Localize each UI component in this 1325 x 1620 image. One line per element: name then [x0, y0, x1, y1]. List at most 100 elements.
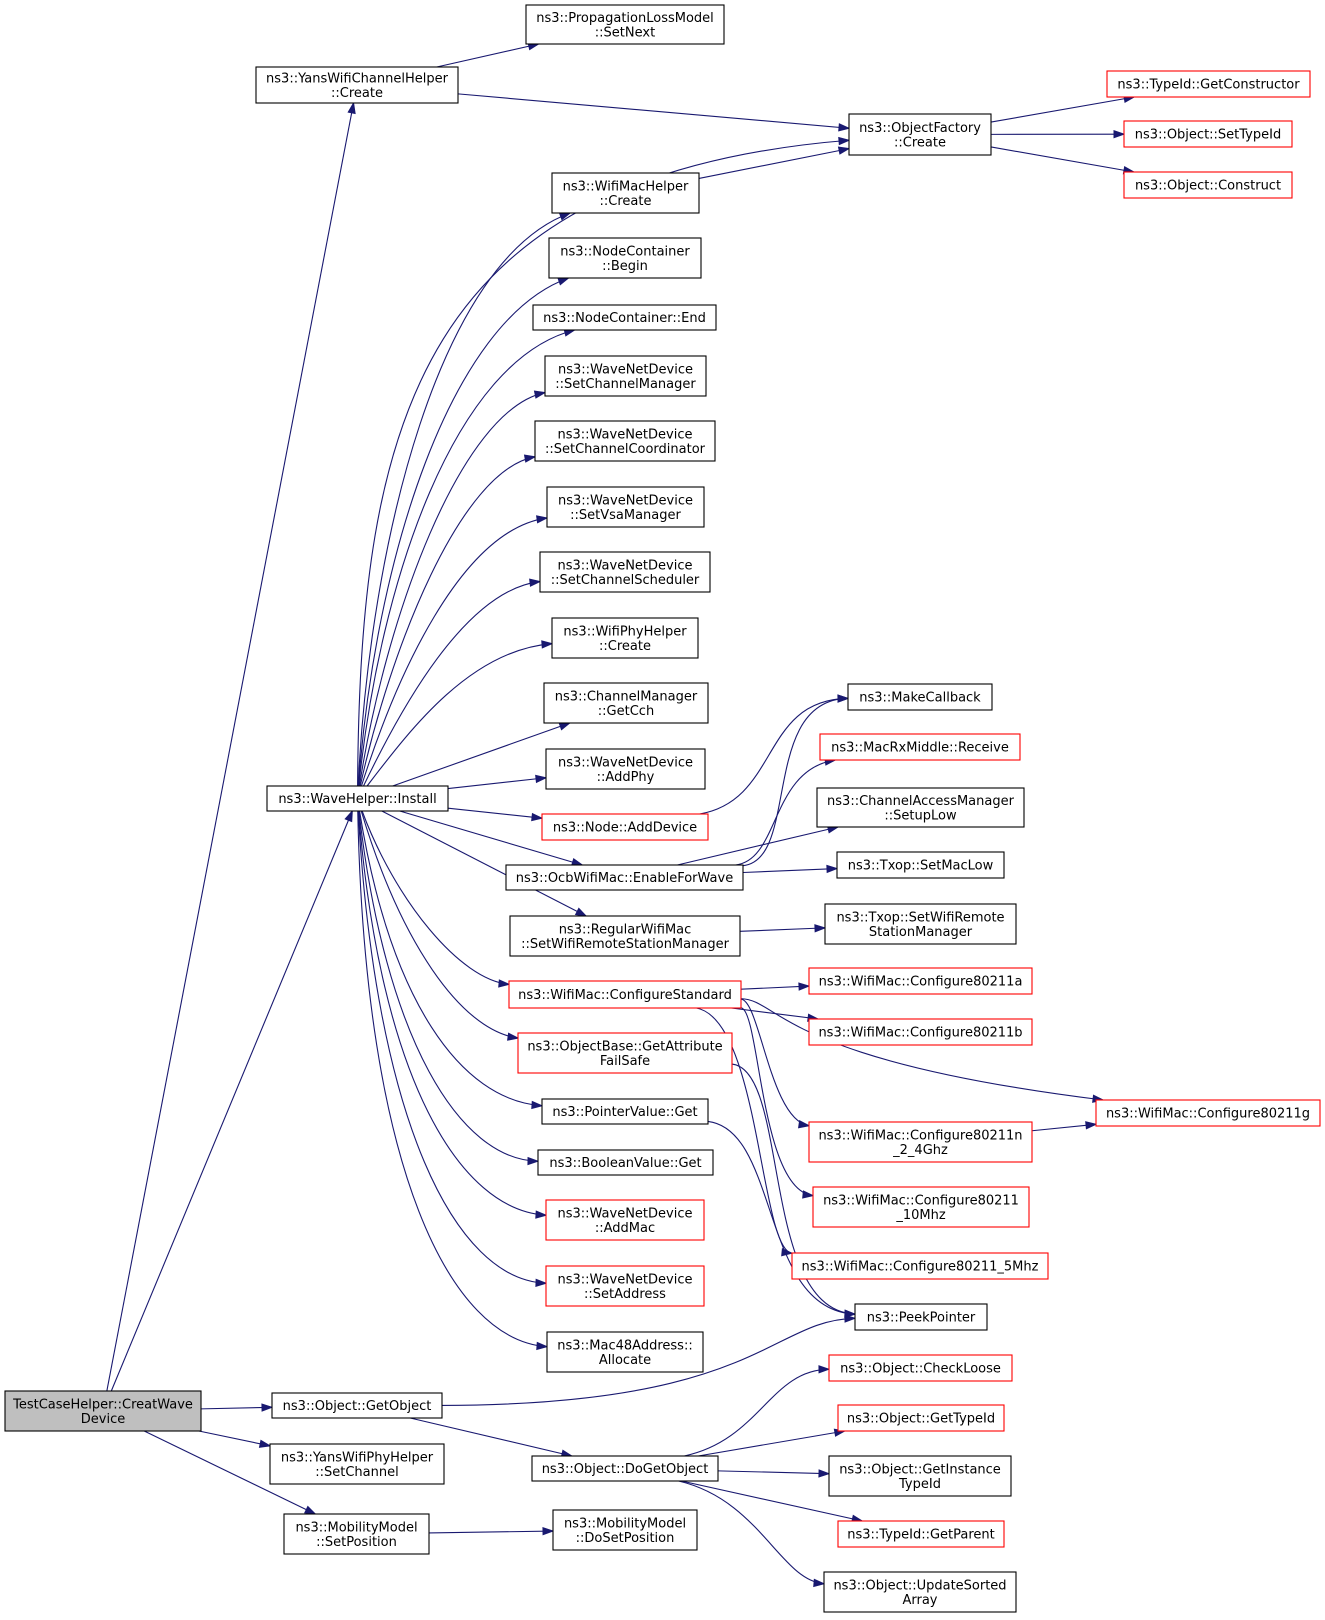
function-node-cfg-g[interactable]: ns3::WifiMac::Configure80211g [1095, 1099, 1321, 1127]
arrowhead-icon [798, 982, 811, 991]
function-node-txop-setmaclow[interactable]: ns3::Txop::SetMacLow [836, 851, 1005, 879]
function-node-label: ns3::TypeId::GetConstructor [1117, 78, 1300, 93]
function-node-booleanvalue-get[interactable]: ns3::BooleanValue::Get [537, 1149, 714, 1176]
function-node-object-gettypeid[interactable]: ns3::Object::GetTypeId [837, 1404, 1005, 1432]
function-node-channelmanager-getcch[interactable]: ns3::ChannelManager::GetCch [543, 682, 709, 724]
function-node-wifimac-configurestandard[interactable]: ns3::WifiMac::ConfigureStandard [508, 980, 742, 1009]
call-edge-line [357, 277, 569, 787]
function-node-object-dogetobject[interactable]: ns3::Object::DoGetObject [531, 1455, 719, 1482]
function-node-prop-setnext[interactable]: ns3::PropagationLossModel::SetNext [525, 4, 725, 45]
call-edge-line [428, 1530, 554, 1534]
function-node-box [848, 113, 992, 156]
function-node-label: ns3::WifiMac::Configure80211g [1106, 1107, 1310, 1122]
function-node-cfg-5[interactable]: ns3::WifiMac::Configure80211_5Mhz [791, 1252, 1049, 1280]
call-edge-line [717, 1470, 830, 1475]
function-node-typeid-getconstructor[interactable]: ns3::TypeId::GetConstructor [1106, 70, 1311, 98]
function-node-box [266, 785, 449, 812]
function-node-wnd-setchannelcoordinator[interactable]: ns3::WaveNetDevice::SetChannelCoordinato… [534, 420, 716, 462]
function-node-wnd-setaddress[interactable]: ns3::WaveNetDevice::SetAddress [545, 1265, 705, 1307]
function-node-label: ns3::TypeId::GetParent [847, 1528, 995, 1543]
function-node-cfg-10[interactable]: ns3::WifiMac::Configure80211_10Mhz [812, 1186, 1030, 1228]
arrowhead-icon [535, 1278, 548, 1288]
function-node-label: ::SetWifiRemoteStationManager [521, 937, 729, 952]
function-node-object-getobject[interactable]: ns3::Object::GetObject [271, 1392, 443, 1419]
function-node-cfg-b[interactable]: ns3::WifiMac::Configure80211b [808, 1018, 1033, 1046]
call-edge-yans_create-to-prop_setnext [436, 42, 541, 68]
function-node-mobility-dosetposition[interactable]: ns3::MobilityModel::DoSetPosition [552, 1509, 698, 1551]
function-node-label: ns3::Object::Construct [1135, 179, 1281, 194]
arrowhead-icon [557, 277, 570, 286]
function-node-wnd-setchannelmanager[interactable]: ns3::WaveNetDevice::SetChannelManager [544, 355, 707, 397]
function-node-label: ns3::YansWifiPhyHelper [281, 1450, 434, 1465]
function-node-label: _10Mhz [895, 1208, 945, 1223]
function-node-node-adddevice[interactable]: ns3::Node::AddDevice [541, 813, 709, 841]
call-edge-wavehelper_install-to-pointervalue_get [358, 810, 544, 1110]
function-node-nodecontainer-end[interactable]: ns3::NodeContainer::End [532, 304, 717, 331]
function-node-object-settypeid[interactable]: ns3::Object::SetTypeId [1123, 120, 1293, 148]
function-node-makecallback[interactable]: ns3::MakeCallback [847, 683, 993, 711]
arrowhead-icon [533, 390, 547, 399]
function-node-label: FailSafe [600, 1054, 650, 1069]
function-node-label: ns3::Node::AddDevice [553, 821, 697, 836]
function-node-box [541, 1098, 709, 1125]
arrowhead-icon [818, 1469, 831, 1478]
function-node-wifimachelper-create[interactable]: ns3::WifiMacHelper::Create [551, 172, 700, 214]
function-node-cfg-a[interactable]: ns3::WifiMac::Configure80211a [808, 967, 1033, 995]
function-node-cam-setuplow[interactable]: ns3::ChannelAccessManager::SetupLow [816, 787, 1025, 828]
call-edge-line [358, 810, 539, 1162]
function-node-objfactory-create[interactable]: ns3::ObjectFactory::Create [848, 113, 992, 156]
call-edge-objfactory_create-to-typeid_getconstructor [990, 94, 1136, 123]
call-edge-wavehelper_install-to-wifiphyhelper_create [366, 640, 554, 787]
call-edge-wavehelper_install-to-mac48_allocate [357, 810, 549, 1351]
function-node-label: ns3::Object::GetTypeId [847, 1412, 995, 1427]
function-node-label: ns3::Object::UpdateSorted [833, 1578, 1006, 1593]
function-node-label: ns3::MacRxMiddle::Receive [831, 741, 1009, 756]
function-node-box [545, 1199, 705, 1241]
call-edge-root-to-wavehelper_install [110, 809, 353, 1392]
function-node-box [509, 915, 741, 957]
function-node-wnd-setchannelscheduler[interactable]: ns3::WaveNetDevice::SetChannelScheduler [539, 551, 711, 593]
call-graph-nodes: TestCaseHelper::CreatWaveDevicens3::Yans… [4, 4, 1321, 1613]
function-node-pointervalue-get[interactable]: ns3::PointerValue::Get [541, 1098, 709, 1125]
function-node-mac48-allocate[interactable]: ns3::Mac48Address::Allocate [546, 1331, 704, 1373]
arrowhead-icon [837, 146, 851, 155]
function-node-peekpointer[interactable]: ns3::PeekPointer [854, 1303, 988, 1331]
function-node-yans-create[interactable]: ns3::YansWifiChannelHelper::Create [255, 66, 459, 104]
function-node-box [819, 733, 1021, 761]
function-node-wnd-addphy[interactable]: ns3::WaveNetDevice::AddPhy [545, 748, 706, 790]
function-node-box [808, 1018, 1033, 1046]
function-node-box [269, 1443, 445, 1485]
function-node-macrxmiddle-receive[interactable]: ns3::MacRxMiddle::Receive [819, 733, 1021, 761]
function-node-ocb-enableforwave[interactable]: ns3::OcbWifiMac::EnableForWave [505, 864, 744, 891]
call-edge-line [739, 927, 826, 932]
call-edge-line [357, 810, 547, 1284]
function-node-box [837, 1520, 1005, 1548]
function-node-regularwifimac-setrsm[interactable]: ns3::RegularWifiMac::SetWifiRemoteStatio… [509, 915, 741, 957]
function-node-wavehelper-install[interactable]: ns3::WaveHelper::Install [266, 785, 449, 812]
function-node-txop-setrsm[interactable]: ns3::Txop::SetWifiRemoteStationManager [824, 903, 1017, 945]
function-node-box [552, 1509, 698, 1551]
function-node-mobility-setposition[interactable]: ns3::MobilityModel::SetPosition [283, 1513, 430, 1555]
function-node-box [854, 1303, 988, 1331]
function-node-yansphy-setchannel[interactable]: ns3::YansWifiPhyHelper::SetChannel [269, 1443, 445, 1485]
function-node-label: ns3::WifiMac::Configure80211 [823, 1193, 1019, 1208]
function-node-object-checkloose[interactable]: ns3::Object::CheckLoose [828, 1354, 1013, 1382]
function-node-typeid-getparent[interactable]: ns3::TypeId::GetParent [837, 1520, 1005, 1548]
function-node-wnd-addmac[interactable]: ns3::WaveNetDevice::AddMac [545, 1199, 705, 1241]
function-node-nodecontainer-begin[interactable]: ns3::NodeContainer::Begin [548, 237, 702, 279]
call-edge-line [990, 146, 1134, 173]
function-node-wifiphyhelper-create[interactable]: ns3::WifiPhyHelper::Create [551, 617, 699, 659]
function-node-label: ns3::ObjectFactory [859, 121, 981, 136]
call-edge-wifimac_configurestandard-to-cfg_n24 [740, 998, 811, 1129]
function-node-wnd-setvsamanager[interactable]: ns3::WaveNetDevice::SetVsaManager [546, 486, 705, 528]
function-node-box [551, 617, 699, 659]
function-node-label: Allocate [599, 1353, 651, 1368]
function-node-cfg-n24[interactable]: ns3::WifiMac::Configure80211n_2_4Ghz [808, 1121, 1033, 1163]
function-node-label: ns3::MobilityModel [564, 1516, 686, 1531]
function-node-object-construct[interactable]: ns3::Object::Construct [1123, 171, 1293, 199]
arrowhead-icon [258, 1439, 272, 1448]
